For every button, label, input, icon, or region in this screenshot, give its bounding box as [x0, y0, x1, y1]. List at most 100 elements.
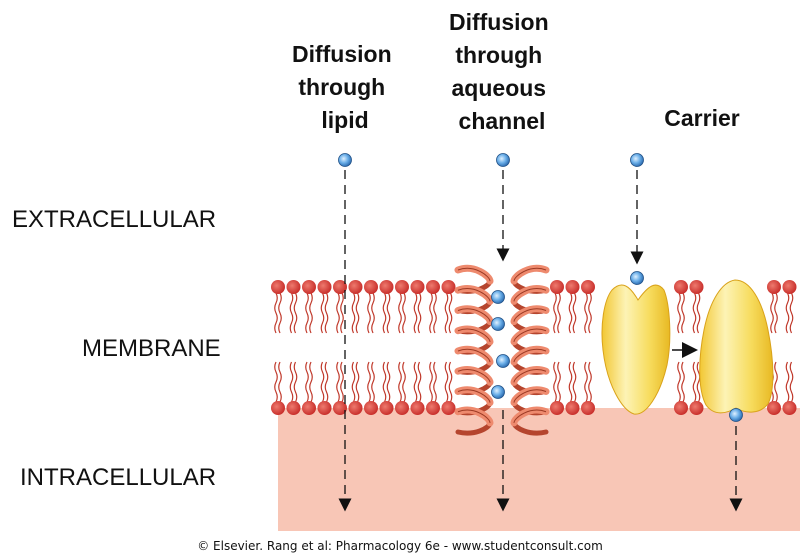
lipid-tail	[448, 361, 453, 403]
lipid-head	[364, 401, 378, 415]
lipid-tail	[324, 361, 329, 403]
intracellular-label: INTRACELLULAR	[20, 464, 216, 491]
lipid-tail	[320, 292, 325, 334]
lipid-head	[426, 401, 440, 415]
copyright-credit: © Elsevier. Rang et al: Pharmacology 6e …	[197, 539, 603, 553]
lipid-tail	[367, 292, 371, 334]
lipid-head	[441, 280, 456, 294]
lipid-head	[767, 401, 781, 415]
lipid-head	[302, 280, 316, 294]
lipid-diffusion-title-line: lipid	[321, 107, 368, 133]
channel-diffusion-title-line: through	[455, 42, 542, 68]
lipid-head	[550, 401, 564, 415]
lipid-tail	[355, 292, 360, 334]
lipid-tail	[584, 361, 588, 403]
lipid-head	[333, 280, 347, 294]
path-arrows	[338, 170, 743, 512]
lipid-tail	[681, 292, 685, 334]
lipid-tail	[774, 292, 778, 334]
lipid-tail	[444, 292, 449, 334]
channel-helix	[454, 264, 494, 436]
carrier-title: Carrier	[664, 105, 739, 131]
lipid-tail	[371, 292, 375, 334]
lipid-head	[565, 280, 580, 294]
solute-molecule	[630, 153, 644, 167]
lipid-tail	[293, 361, 298, 403]
lipid-tail	[340, 361, 344, 403]
lipid-tail	[320, 361, 325, 403]
lipid-tail	[402, 292, 406, 334]
lipid-tail	[681, 361, 685, 403]
lipid-tail	[309, 292, 313, 334]
lipid-tail	[557, 361, 561, 403]
lipid-tail	[692, 361, 697, 403]
lipid-head	[395, 280, 409, 294]
lipid-tail	[355, 361, 360, 403]
lipid-tail	[336, 292, 340, 334]
lipid-head	[333, 401, 347, 415]
lipid-head	[565, 401, 580, 415]
channel-diffusion-title-line: Diffusion	[449, 9, 549, 35]
lipid-tail	[785, 292, 790, 334]
lipid-tail	[789, 361, 794, 403]
lipid-head	[410, 401, 425, 415]
lipid-tail	[444, 361, 449, 403]
solute-molecules	[338, 153, 743, 422]
lipid-tail	[433, 292, 437, 334]
lipid-head	[550, 280, 564, 294]
lipid-tail	[289, 361, 294, 403]
lipid-tail	[340, 292, 344, 334]
lipid-head	[674, 401, 688, 415]
lipid-head	[689, 280, 704, 294]
solute-molecule	[491, 290, 505, 304]
lipid-tail	[386, 361, 391, 403]
lipid-head	[317, 401, 332, 415]
carrier-protein-inward	[699, 279, 774, 414]
lipid-head	[782, 401, 797, 415]
channel-helix	[510, 264, 550, 436]
lipid-tail	[568, 361, 573, 403]
lipid-head	[689, 401, 704, 415]
aqueous-channel-protein	[454, 264, 550, 436]
lipid-tail	[413, 361, 418, 403]
lipid-tail	[429, 361, 433, 403]
channel-diffusion-title-line: aqueous	[452, 75, 547, 101]
lipid-head	[348, 401, 363, 415]
lipid-tail	[386, 292, 391, 334]
lipid-head	[271, 280, 285, 294]
membrane-label: MEMBRANE	[82, 335, 221, 362]
lipid-tail	[789, 292, 794, 334]
solute-molecule	[496, 354, 510, 368]
channel-diffusion-title: Diffusion through aqueous channel	[449, 9, 555, 134]
lipid-head	[286, 280, 301, 294]
lipid-bilayer	[271, 280, 797, 415]
lipid-head	[317, 280, 332, 294]
lipid-tail	[692, 292, 697, 334]
lipid-tail	[774, 361, 778, 403]
lipid-tail	[402, 361, 406, 403]
lipid-tail	[336, 361, 340, 403]
solute-molecule	[496, 153, 510, 167]
lipid-tail	[305, 292, 309, 334]
lipid-tail	[696, 292, 701, 334]
solute-molecule	[630, 271, 644, 285]
lipid-tail	[433, 361, 437, 403]
lipid-head	[782, 280, 797, 294]
lipid-head	[426, 280, 440, 294]
channel-diffusion-title-line: channel	[459, 108, 546, 134]
lipid-tail	[398, 361, 402, 403]
lipid-tail	[351, 361, 356, 403]
lipid-tail	[417, 292, 422, 334]
lipid-head	[581, 280, 595, 294]
lipid-tail	[417, 361, 422, 403]
solute-molecule	[338, 153, 352, 167]
lipid-tail	[557, 292, 561, 334]
lipid-tail	[429, 292, 433, 334]
lipid-tail	[588, 292, 592, 334]
lipid-head	[302, 401, 316, 415]
solute-molecule	[491, 385, 505, 399]
solute-molecule	[491, 317, 505, 331]
lipid-diffusion-title: Diffusion through lipid	[292, 41, 398, 133]
lipid-head	[379, 280, 394, 294]
